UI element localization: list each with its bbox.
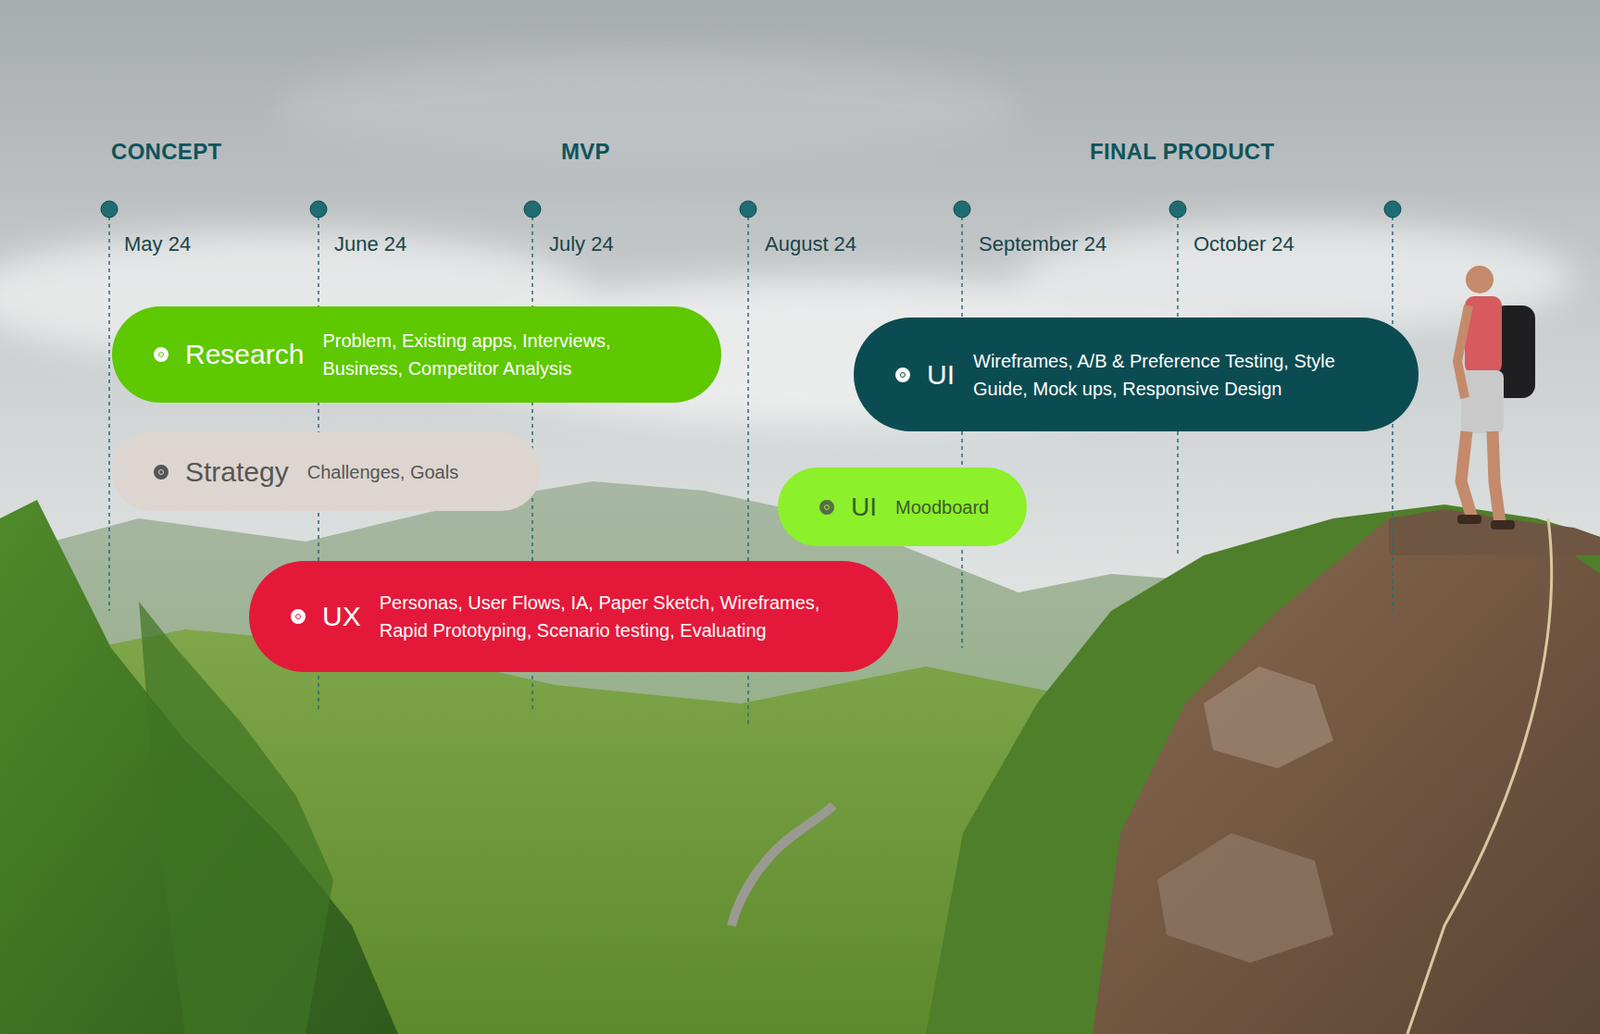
month-label: October 24 (1193, 232, 1295, 257)
task-list: Problem, Existing apps, Interviews, Busi… (322, 326, 684, 383)
task-list: Wireframes, A/B & Preference Testing, St… (973, 347, 1363, 403)
task-list: Challenges, Goals (307, 458, 459, 487)
rock-cliff (1092, 513, 1600, 1034)
cliff-vegetation (925, 504, 1600, 1034)
bullet-dot (153, 464, 169, 480)
timeline-dots (100, 200, 1401, 218)
ux-bar: UX Personas, User Flows, IA, Paper Sketch… (249, 561, 899, 673)
rock-face (1203, 666, 1334, 769)
month-label: June 24 (334, 232, 407, 257)
phase-title: Research (185, 338, 304, 371)
phase-title: UI (926, 359, 955, 391)
task-list: Moodboard (895, 493, 989, 522)
phase-label: MVP (561, 138, 611, 165)
phase-title: UI (850, 492, 877, 523)
bullet-dot (290, 609, 306, 625)
strategy-bar: Strategy Challenges, Goals (112, 432, 541, 512)
phase-title: UX (322, 600, 362, 633)
bullet-dot (895, 367, 911, 383)
phase-label: CONCEPT (111, 138, 222, 165)
hiker-figure (1407, 265, 1552, 1034)
rock-face (1157, 833, 1334, 963)
month-label: September 24 (978, 232, 1107, 257)
month-label: July 24 (549, 232, 614, 257)
phase-label: FINAL PRODUCT (1089, 138, 1275, 165)
timeline-gridlines (109, 216, 1393, 725)
task-list: Personas, User Flows, IA, Paper Sketch, … (379, 588, 862, 645)
month-label: August 24 (764, 232, 857, 257)
far-mountains (0, 481, 1600, 1034)
month-label: May 24 (124, 232, 191, 257)
road (731, 805, 834, 926)
bullet-dot (153, 347, 169, 363)
phase-title: Strategy (185, 456, 289, 488)
research-bar: Research Problem, Existing apps, Intervie… (112, 306, 722, 403)
bullet-dot (819, 500, 835, 515)
ui-bar: UI Wireframes, A/B & Preference Testing, … (853, 317, 1419, 432)
moodboard-bar: UI Moodboard (777, 467, 1027, 547)
